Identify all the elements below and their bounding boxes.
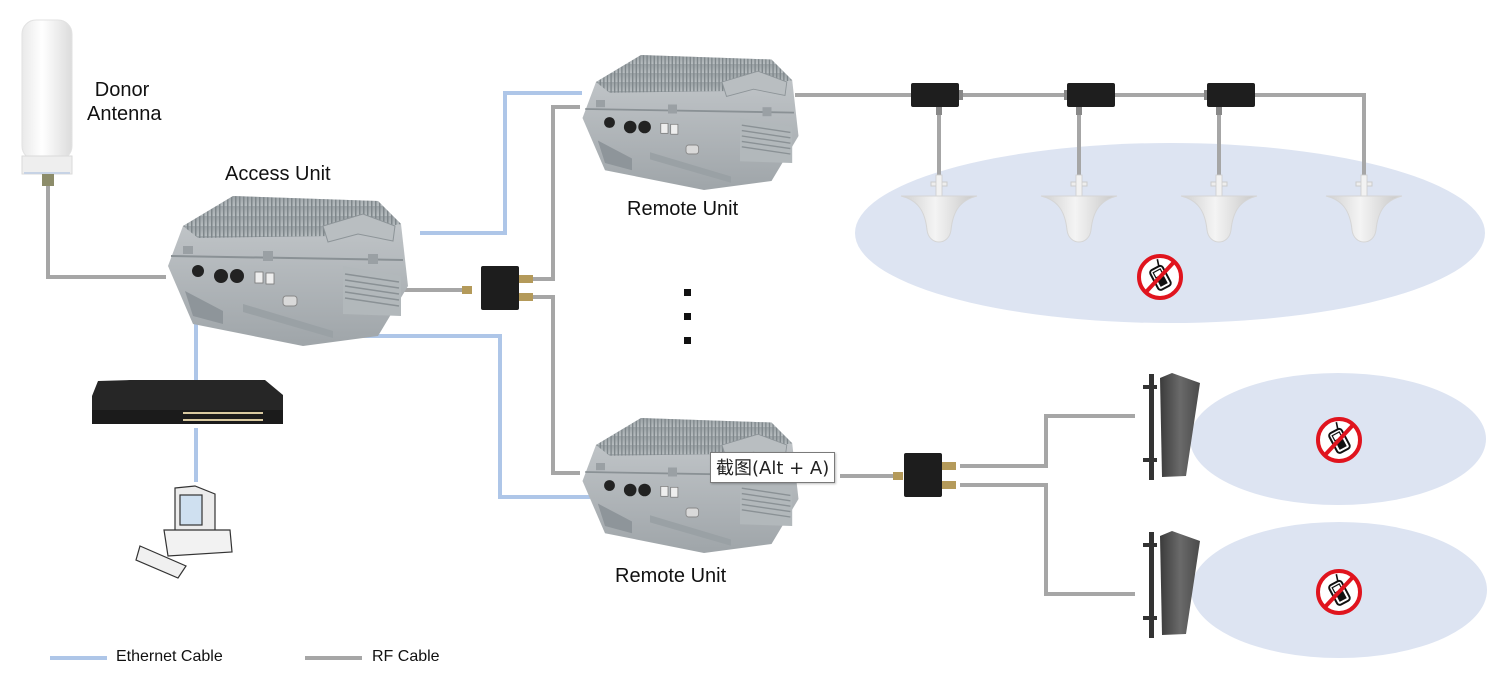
coupler-2 — [1064, 83, 1115, 115]
rf-cable-splitter2-to-panel2 — [960, 483, 1135, 596]
ethernet-cable-access-to-remote2 — [320, 334, 590, 499]
ceiling-antenna-3 — [1180, 174, 1258, 243]
rf-splitter-2 — [893, 453, 956, 497]
legend-ethernet-label: Ethernet Cable — [116, 648, 223, 665]
remote-unit-top-label: Remote Unit — [627, 198, 739, 220]
indoor-coverage-zone — [855, 143, 1485, 323]
network-switch — [92, 380, 283, 424]
ceiling-antenna-1 — [900, 174, 978, 243]
no-mobile-icon — [1316, 569, 1362, 615]
ethernet-cables — [194, 91, 590, 499]
rf-cable-splitter-to-remote2 — [533, 295, 580, 475]
no-mobile-icon — [1137, 254, 1183, 300]
rf-cables — [46, 93, 1366, 596]
ceiling-antenna-4 — [1325, 174, 1403, 243]
rf-cable-donor-to-access — [46, 186, 166, 279]
ceiling-antenna-2 — [1040, 174, 1118, 243]
coupler-3 — [1204, 83, 1255, 115]
panel-antenna-1 — [1143, 373, 1200, 480]
remote-unit-1 — [581, 54, 800, 191]
remote-unit-2 — [581, 417, 800, 554]
donor-antenna-label-line2: Antenna — [87, 103, 162, 125]
ethernet-cable-access-to-remote1 — [420, 91, 582, 235]
donor-antenna-label-line1: Donor — [94, 79, 150, 101]
access-unit-label: Access Unit — [225, 163, 331, 185]
panel-antenna-2 — [1143, 531, 1200, 638]
rf-cable-splitter2-to-panel1 — [960, 414, 1135, 468]
rf-splitter-1 — [462, 266, 533, 310]
rf-cable-remote1-to-couplers — [795, 93, 1366, 185]
no-mobile-icon — [1316, 417, 1362, 463]
screenshot-tooltip: 截图(Alt + A) — [710, 452, 836, 483]
donor-antenna-label: Donor Antenna — [87, 78, 162, 126]
more-units-ellipsis — [684, 289, 691, 344]
legend-rf-label: RF Cable — [372, 648, 440, 665]
coupler-1 — [911, 83, 963, 115]
access-unit — [167, 195, 409, 347]
computer — [135, 485, 233, 579]
remote-unit-bottom-label: Remote Unit — [615, 565, 727, 587]
rf-cable-splitter-to-remote1 — [533, 105, 580, 281]
donor-antenna — [21, 19, 73, 186]
ceiling-antennas — [900, 174, 1403, 243]
